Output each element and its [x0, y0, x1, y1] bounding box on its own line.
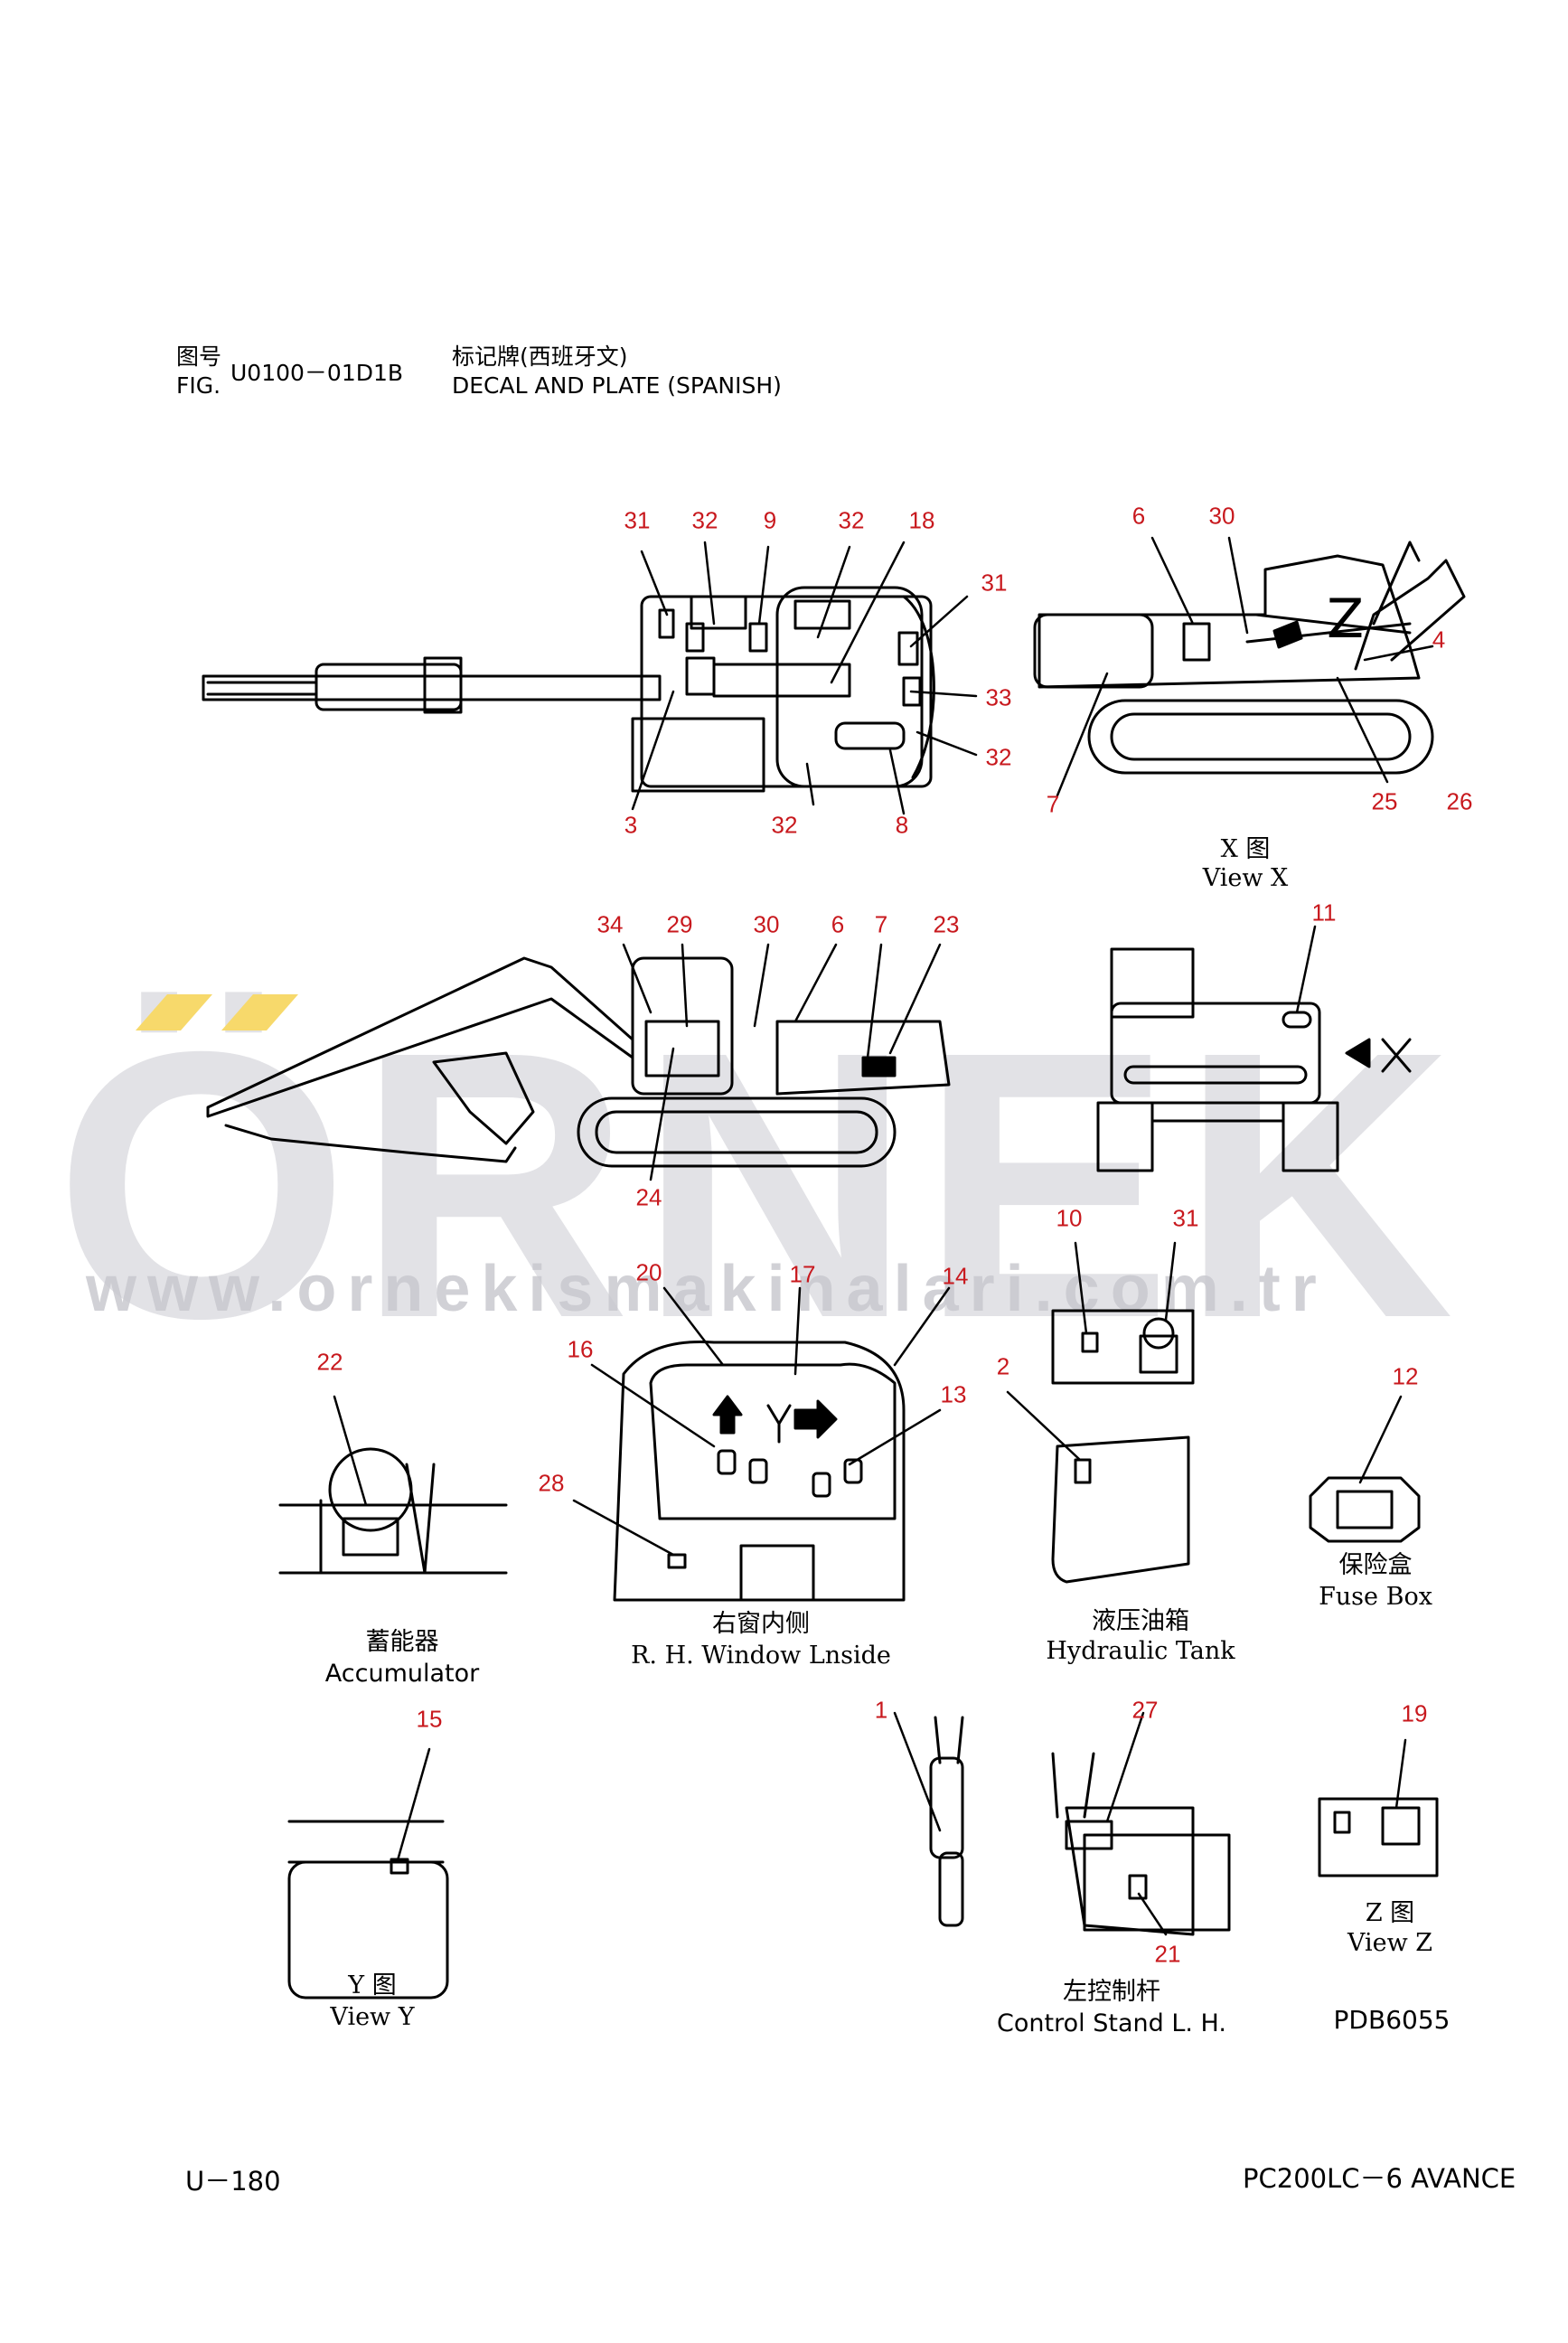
callout-number: 31: [981, 569, 1008, 597]
caption-view-y-en: View Y: [330, 2003, 415, 2031]
page-number: U－180: [185, 2166, 281, 2197]
view-x-marker: X: [1338, 1030, 1365, 1077]
model-name: PC200LC－6 AVANCE: [1243, 2163, 1516, 2194]
accumulator-drawing: [278, 1447, 508, 1575]
top-view-drawing: [202, 586, 935, 793]
callout-number: 31: [1172, 1204, 1199, 1232]
fuse-box-drawing: [1309, 1476, 1421, 1543]
callout-number: 32: [985, 743, 1012, 771]
callout-number: 24: [635, 1183, 662, 1211]
callout-number: 12: [1392, 1362, 1419, 1390]
callout-number: 9: [763, 506, 777, 534]
callout-number: 15: [416, 1705, 443, 1733]
callout-number: 2: [996, 1352, 1010, 1380]
caption-accumulator-cn: 蓄能器: [365, 1628, 439, 1656]
caption-rh-window-en: R. H. Window Lnside: [631, 1642, 891, 1670]
callout-number: 17: [789, 1260, 816, 1288]
callout-number: 8: [895, 811, 909, 839]
callout-number: 4: [1432, 626, 1446, 654]
callout-number: 3: [624, 811, 638, 839]
callout-number: 6: [1131, 502, 1146, 530]
watermark-accent-right: [221, 994, 298, 1030]
caption-view-x-en: View X: [1202, 864, 1289, 892]
callout-number: 13: [940, 1380, 967, 1408]
callout-number: 11: [1311, 899, 1337, 927]
rh-window-drawing: [613, 1340, 906, 1602]
callout-number: 32: [838, 506, 865, 534]
view-y-drawing: [287, 1820, 449, 2000]
caption-hydraulic-tank-cn: 液压油箱: [1092, 1607, 1189, 1635]
caption-rh-window-cn: 右窗内侧: [712, 1610, 810, 1638]
callout-number: 29: [666, 910, 693, 938]
watermark-url: www.ornekismakinalari.com.tr: [86, 1253, 1328, 1325]
callout-number: 23: [933, 910, 960, 938]
caption-fuse-box-cn: 保险盒: [1338, 1551, 1413, 1579]
caption-control-stand-cn: 左控制杆: [1063, 1978, 1160, 2006]
callout-number: 6: [831, 910, 845, 938]
caption-accumulator-en: Accumulator: [324, 1660, 480, 1688]
figure-code: U0100－01D1B: [230, 360, 404, 386]
caption-view-y-cn: Y 图: [348, 1971, 397, 2000]
view-x-drawing: [1033, 541, 1466, 775]
callout-number: 34: [596, 910, 624, 938]
watermark-accent-left: [136, 994, 212, 1030]
caption-hydraulic-tank-en: Hydraulic Tank: [1046, 1637, 1235, 1665]
leader-lines: [333, 536, 1434, 1936]
view-z-drawing: [1318, 1797, 1439, 1877]
hydraulic-tank-drawing: [1051, 1435, 1190, 1584]
callout-number: 14: [942, 1262, 969, 1290]
callout-number: 30: [1208, 502, 1235, 530]
caption-control-stand-en: Control Stand L. H.: [997, 2009, 1226, 2037]
callout-number: 30: [753, 910, 780, 938]
figure-label-cn: 图号: [176, 343, 222, 370]
callout-number: 16: [567, 1335, 594, 1363]
drawing-code: PDB6055: [1333, 2005, 1451, 2035]
callout-number: 1: [874, 1696, 888, 1724]
title-cn: 标记牌(西班牙文): [452, 343, 628, 370]
callout-number: 31: [624, 506, 651, 534]
view-z-marker: Z: [1327, 588, 1365, 651]
side-view-drawing: [206, 956, 951, 1168]
callout-number: 7: [1046, 790, 1060, 818]
callout-number: 21: [1154, 1940, 1181, 1968]
cab-switch-drawing: [1051, 1309, 1195, 1385]
callout-number: 32: [771, 811, 798, 839]
callout-number: 27: [1131, 1696, 1159, 1724]
watermark-brand: ÖRNEK: [54, 974, 1461, 1397]
callout-number: 22: [316, 1348, 343, 1376]
control-stand-drawing: [1051, 1752, 1231, 1936]
figure-label-en: FIG.: [176, 372, 221, 399]
callout-number: 19: [1401, 1699, 1428, 1727]
caption-fuse-box-en: Fuse Box: [1319, 1583, 1432, 1611]
callout-number: 10: [1056, 1204, 1083, 1232]
callout-number: 28: [538, 1469, 565, 1497]
callout-number: 25: [1371, 787, 1398, 815]
callout-number: 7: [874, 910, 888, 938]
title-en: DECAL AND PLATE (SPANISH): [452, 372, 782, 399]
caption-view-z-en: View Z: [1347, 1929, 1433, 1957]
callout-number: 33: [985, 683, 1012, 711]
caption-view-x-cn: X 图: [1220, 835, 1271, 863]
callout-number: 26: [1446, 787, 1473, 815]
callout-number: 20: [635, 1258, 662, 1286]
caption-view-z-cn: Z 图: [1365, 1899, 1415, 1927]
callout-number: 32: [691, 506, 718, 534]
callout-number: 18: [908, 506, 935, 534]
